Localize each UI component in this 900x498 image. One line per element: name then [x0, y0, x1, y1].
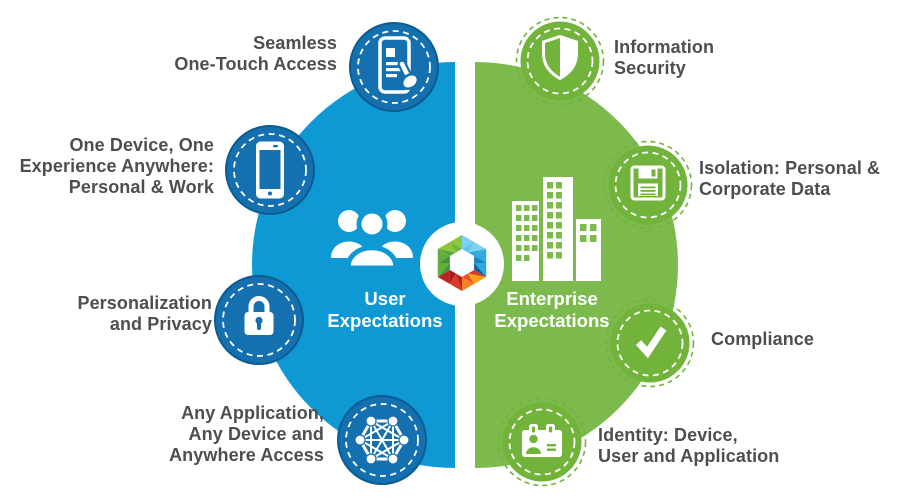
- logo-triangle: [462, 277, 475, 291]
- logo-triangle: [437, 249, 456, 256]
- logo-triangle: [474, 256, 487, 263]
- user-expectations-title: User Expectations: [327, 288, 443, 332]
- floppy-disk-icon: [603, 140, 693, 230]
- label-information-security: Information Security: [614, 37, 715, 78]
- users-group-icon: [331, 208, 413, 271]
- smartphone-icon: [225, 125, 315, 215]
- label-identity: Identity: Device, User and Application: [598, 425, 780, 466]
- logo-triangle: [449, 235, 462, 249]
- buildings-icon: [512, 177, 601, 281]
- logo-triangle: [449, 270, 456, 284]
- label-seamless-one-touch-access: Seamless One-Touch Access: [174, 33, 337, 74]
- logo-triangle: [437, 256, 450, 263]
- logo-triangle: [462, 235, 475, 249]
- logo-triangle: [437, 249, 450, 263]
- center-logo-disc: [420, 222, 504, 306]
- logo-triangle: [474, 249, 487, 263]
- logo-triangle: [449, 273, 462, 291]
- network-mesh-icon: [337, 395, 427, 485]
- hexagon-triangles-logo: [437, 235, 487, 291]
- label-one-device-one-experience: One Device, One Experience Anywhere: Per…: [19, 135, 214, 197]
- logo-triangle: [468, 270, 487, 277]
- label-personalization-and-privacy: Personalization and Privacy: [77, 293, 212, 334]
- label-compliance: Compliance: [711, 329, 815, 349]
- checkmark-icon: [605, 298, 695, 388]
- logo-triangle: [449, 242, 462, 253]
- touch-phone-icon: [349, 22, 439, 112]
- logo-triangle: [437, 263, 450, 277]
- label-isolation-data: Isolation: Personal & Corporate Data: [699, 158, 881, 199]
- logo-triangle: [468, 249, 487, 256]
- logo-triangle: [474, 263, 487, 277]
- id-badge-icon: [497, 397, 587, 487]
- logo-triangle: [437, 270, 450, 284]
- padlock-icon: [214, 275, 304, 365]
- label-any-application-access: Any Application, Any Device and Anywhere…: [169, 403, 324, 465]
- enterprise-expectations-title: Enterprise Expectations: [494, 288, 610, 332]
- logo-triangle: [474, 263, 487, 277]
- logo-triangle: [462, 273, 475, 284]
- logo-triangle: [462, 242, 475, 253]
- logo-triangle: [437, 263, 450, 277]
- shield-icon: [515, 16, 605, 106]
